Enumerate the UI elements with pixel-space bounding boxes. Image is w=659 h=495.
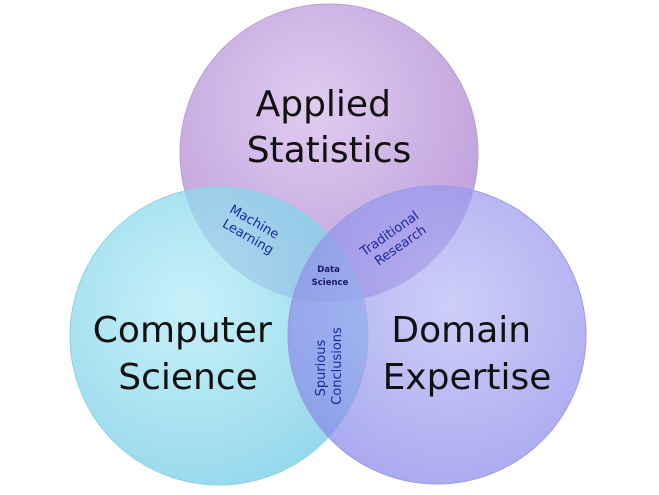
data-science-line1: Data: [317, 265, 340, 275]
data-science-label: Data Science: [312, 265, 349, 288]
applied-statistics-line1: Applied: [256, 84, 391, 125]
spurious-conclusions-label: Spurious Conclusions: [314, 327, 345, 405]
domain-expertise-line1: Domain: [391, 310, 531, 351]
data-science-line2: Science: [312, 278, 349, 288]
computer-science-line2: Science: [118, 357, 258, 398]
domain-expertise-line2: Expertise: [383, 357, 552, 398]
spurious-conclusions-line1: Spurious: [314, 340, 329, 397]
computer-science-label: Computer Science: [93, 310, 283, 398]
circle-domain-expertise: [287, 185, 587, 485]
applied-statistics-label: Applied Statistics: [247, 84, 412, 171]
applied-statistics-line2: Statistics: [247, 130, 412, 171]
domain-expertise-label: Domain Expertise: [383, 310, 552, 398]
spurious-conclusions-line2: Conclusions: [330, 327, 345, 405]
computer-science-line1: Computer: [93, 310, 272, 351]
